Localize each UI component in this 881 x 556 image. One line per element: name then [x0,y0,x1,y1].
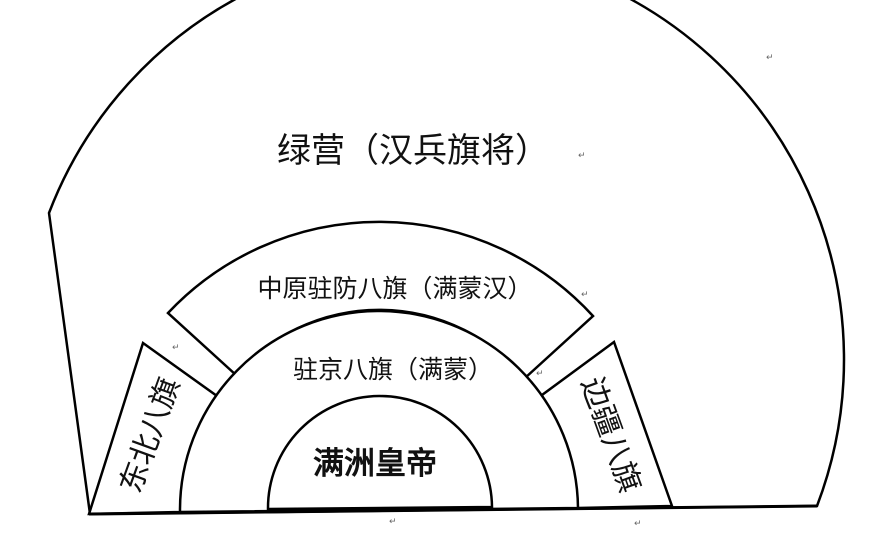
outer-tier-label: 绿营（汉兵旗将） [277,131,549,171]
center-manchu-emperor-arch [266,394,494,511]
middle-tier-label: 中原驻防八旗（满蒙汉） [257,274,532,303]
center-label: 满洲皇帝 [313,446,437,482]
paragraph-mark: ↵ [766,53,774,63]
paragraph-mark: ↵ [536,369,544,379]
paragraph-mark: ↵ [578,151,586,161]
paragraph-mark: ↵ [634,519,642,529]
paragraph-mark: ↵ [389,517,397,527]
paragraph-mark: ↵ [581,290,589,300]
diagram-base-line [88,504,818,516]
paragraph-mark: ↵ [172,343,180,353]
inner-tier-label: 驻京八旗（满蒙） [293,355,493,384]
